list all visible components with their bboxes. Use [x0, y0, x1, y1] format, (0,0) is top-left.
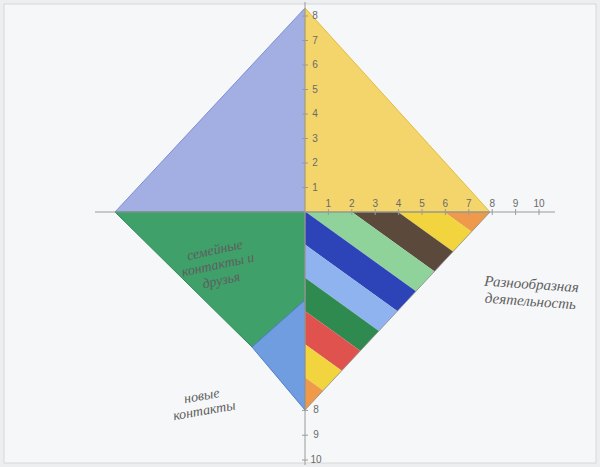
axis-number: 8 [312, 11, 318, 21]
axis-number: 4 [396, 199, 402, 209]
color-stripe [290, 367, 500, 467]
axis-tick [302, 16, 308, 17]
axis-tick [422, 209, 423, 215]
axis-tick [468, 209, 469, 215]
axis-tick [328, 209, 329, 215]
axis-tick [445, 209, 446, 215]
axis-tick [302, 410, 308, 411]
axis-tick [302, 40, 308, 41]
paper-sheet [4, 4, 596, 463]
axis-number: 3 [312, 134, 318, 144]
region-note: новые контакты [156, 380, 250, 426]
blue-small-triangle [252, 300, 305, 410]
axis-number: 7 [466, 199, 472, 209]
striped-outline [305, 212, 490, 410]
blue-triangle [115, 8, 305, 212]
axis-number: 4 [312, 109, 318, 119]
axis-tick [302, 138, 308, 139]
axis-tick [302, 435, 308, 436]
axis-tick [302, 89, 308, 90]
axis-number: 8 [313, 405, 319, 415]
axis-number: 9 [513, 199, 519, 209]
axis-tick [302, 187, 308, 188]
axis-number: 7 [312, 36, 318, 46]
axis-number: 2 [349, 199, 355, 209]
axis-tick [515, 209, 516, 215]
region-note: семейные контакты и друзья [164, 232, 271, 298]
axis-number: 10 [310, 455, 321, 465]
axis-number: 1 [326, 199, 332, 209]
color-stripe [290, 333, 500, 467]
axis-number: 5 [419, 199, 425, 209]
yellow-triangle [305, 8, 490, 212]
axis-tick [398, 209, 399, 215]
x-axis [95, 212, 555, 213]
y-axis [305, 2, 306, 465]
axis-tick [492, 209, 493, 215]
axis-number: 5 [312, 85, 318, 95]
axis-tick [302, 163, 308, 164]
axis-number: 6 [312, 60, 318, 70]
axis-tick [302, 65, 308, 66]
axis-tick [351, 209, 352, 215]
axis-number: 10 [533, 199, 544, 209]
axis-number: 3 [372, 199, 378, 209]
axis-number: 9 [313, 430, 319, 440]
axis-number: 6 [443, 199, 449, 209]
axis-tick [539, 209, 540, 215]
axis-tick [375, 209, 376, 215]
axis-number: 2 [312, 158, 318, 168]
axis-tick [302, 460, 308, 461]
axis-ticks [302, 16, 539, 460]
striped-region [290, 68, 500, 467]
axis-number: 8 [489, 199, 495, 209]
region-note: Разнообразная деятельность [467, 272, 595, 314]
axis-tick [302, 114, 308, 115]
axis-number: 1 [312, 183, 318, 193]
